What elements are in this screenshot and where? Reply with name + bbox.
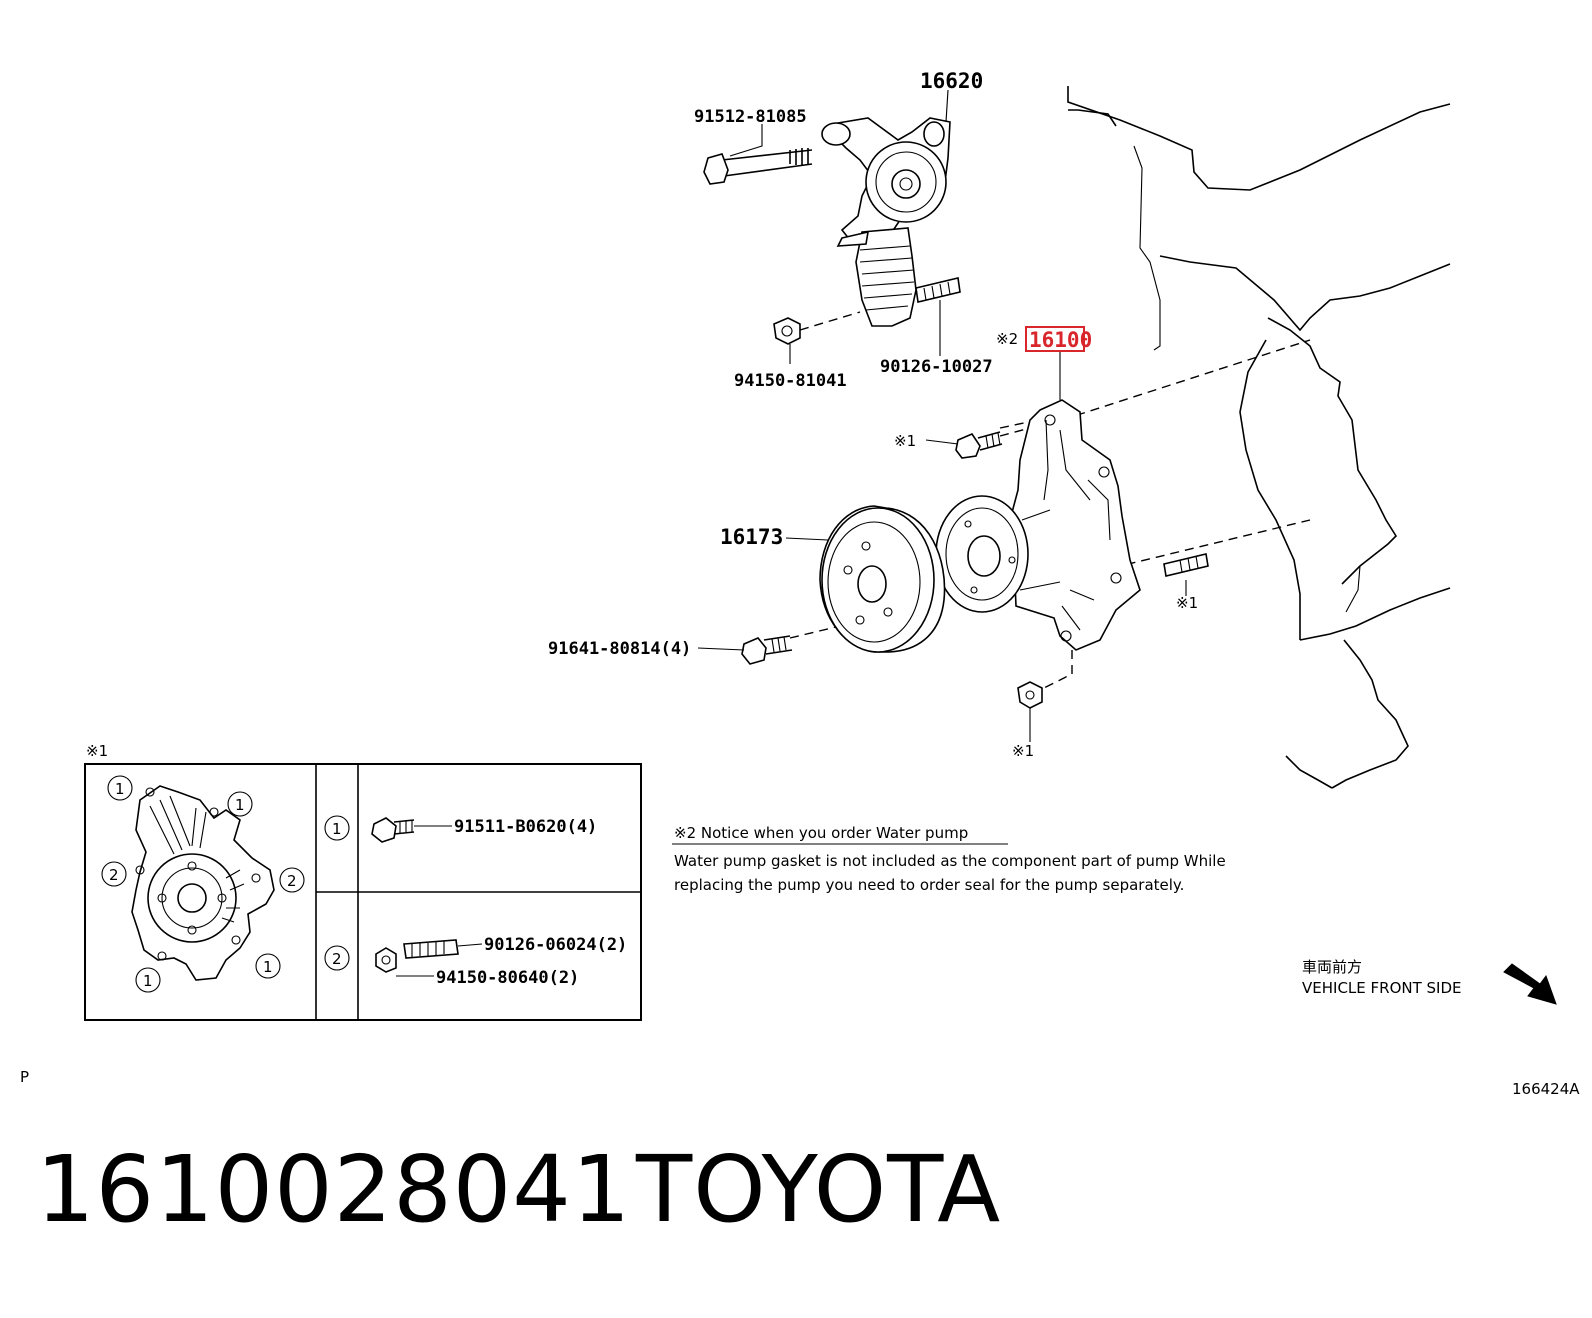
row-circle-1: 1	[332, 820, 342, 838]
vehicle-front-indicator: 車両前方 VEHICLE FRONT SIDE	[1302, 958, 1557, 1005]
part-91511-B0620[interactable]: 91511-B0620(4)	[454, 817, 597, 837]
row-circle-2: 2	[332, 950, 342, 968]
assembly-lines	[789, 311, 1311, 691]
callout-91512-81085[interactable]: 91512-81085	[694, 107, 807, 127]
diagram-code: 166424A	[1512, 1080, 1580, 1098]
pump-circle-1d: 1	[143, 972, 153, 990]
front-arrow-icon	[1503, 963, 1557, 1005]
callout-16173[interactable]: 16173	[720, 525, 783, 549]
mark-2: ※2	[996, 330, 1018, 348]
pump-circle-1c: 1	[263, 958, 273, 976]
part-94150-80640[interactable]: 94150-80640(2)	[436, 968, 579, 988]
mark-1-nut: ※1	[1012, 742, 1034, 760]
pump-circle-1a: 1	[115, 780, 125, 798]
pump-circle-2b: 2	[287, 872, 297, 890]
detail-box: ※1 1 1 2	[84, 742, 642, 1021]
pump-circle-1b: 1	[235, 796, 245, 814]
highlight-box-16100	[1025, 326, 1085, 352]
callout-91641-80814[interactable]: 91641-80814(4)	[548, 639, 691, 659]
water-pump[interactable]	[935, 399, 1209, 709]
engine-block-outline	[1067, 86, 1451, 789]
part-90126-06024[interactable]: 90126-06024(2)	[484, 935, 627, 955]
footer-part-number: 1610028041	[36, 1136, 632, 1243]
pump-circle-2a: 2	[109, 866, 119, 884]
callout-16100[interactable]: 16100	[1029, 328, 1092, 352]
callout-94150-81041[interactable]: 94150-81041	[734, 371, 847, 391]
mark-1-stud: ※1	[1176, 594, 1198, 612]
notice-line-1: Water pump gasket is not included as the…	[674, 852, 1226, 870]
mark-1-bolt: ※1	[894, 432, 916, 450]
callout-16620[interactable]: 16620	[920, 69, 983, 93]
leader-lines	[697, 89, 1187, 742]
notice-line-2: replacing the pump you need to order sea…	[674, 876, 1184, 894]
front-label-jp: 車両前方	[1302, 958, 1362, 976]
footer-brand: TOYOTA	[636, 1136, 1002, 1243]
notice-heading: ※2 Notice when you order Water pump	[674, 824, 968, 842]
front-label-en: VEHICLE FRONT SIDE	[1302, 979, 1462, 997]
detail-box-title: ※1	[86, 742, 108, 760]
callout-90126-10027[interactable]: 90126-10027	[880, 357, 993, 377]
corner-label: P	[20, 1068, 29, 1086]
notice-block: ※2 Notice when you order Water pump Wate…	[672, 824, 1226, 894]
pump-rear-view	[131, 785, 275, 981]
tensioner-assembly[interactable]	[703, 117, 961, 345]
pump-pulley[interactable]	[741, 505, 946, 665]
